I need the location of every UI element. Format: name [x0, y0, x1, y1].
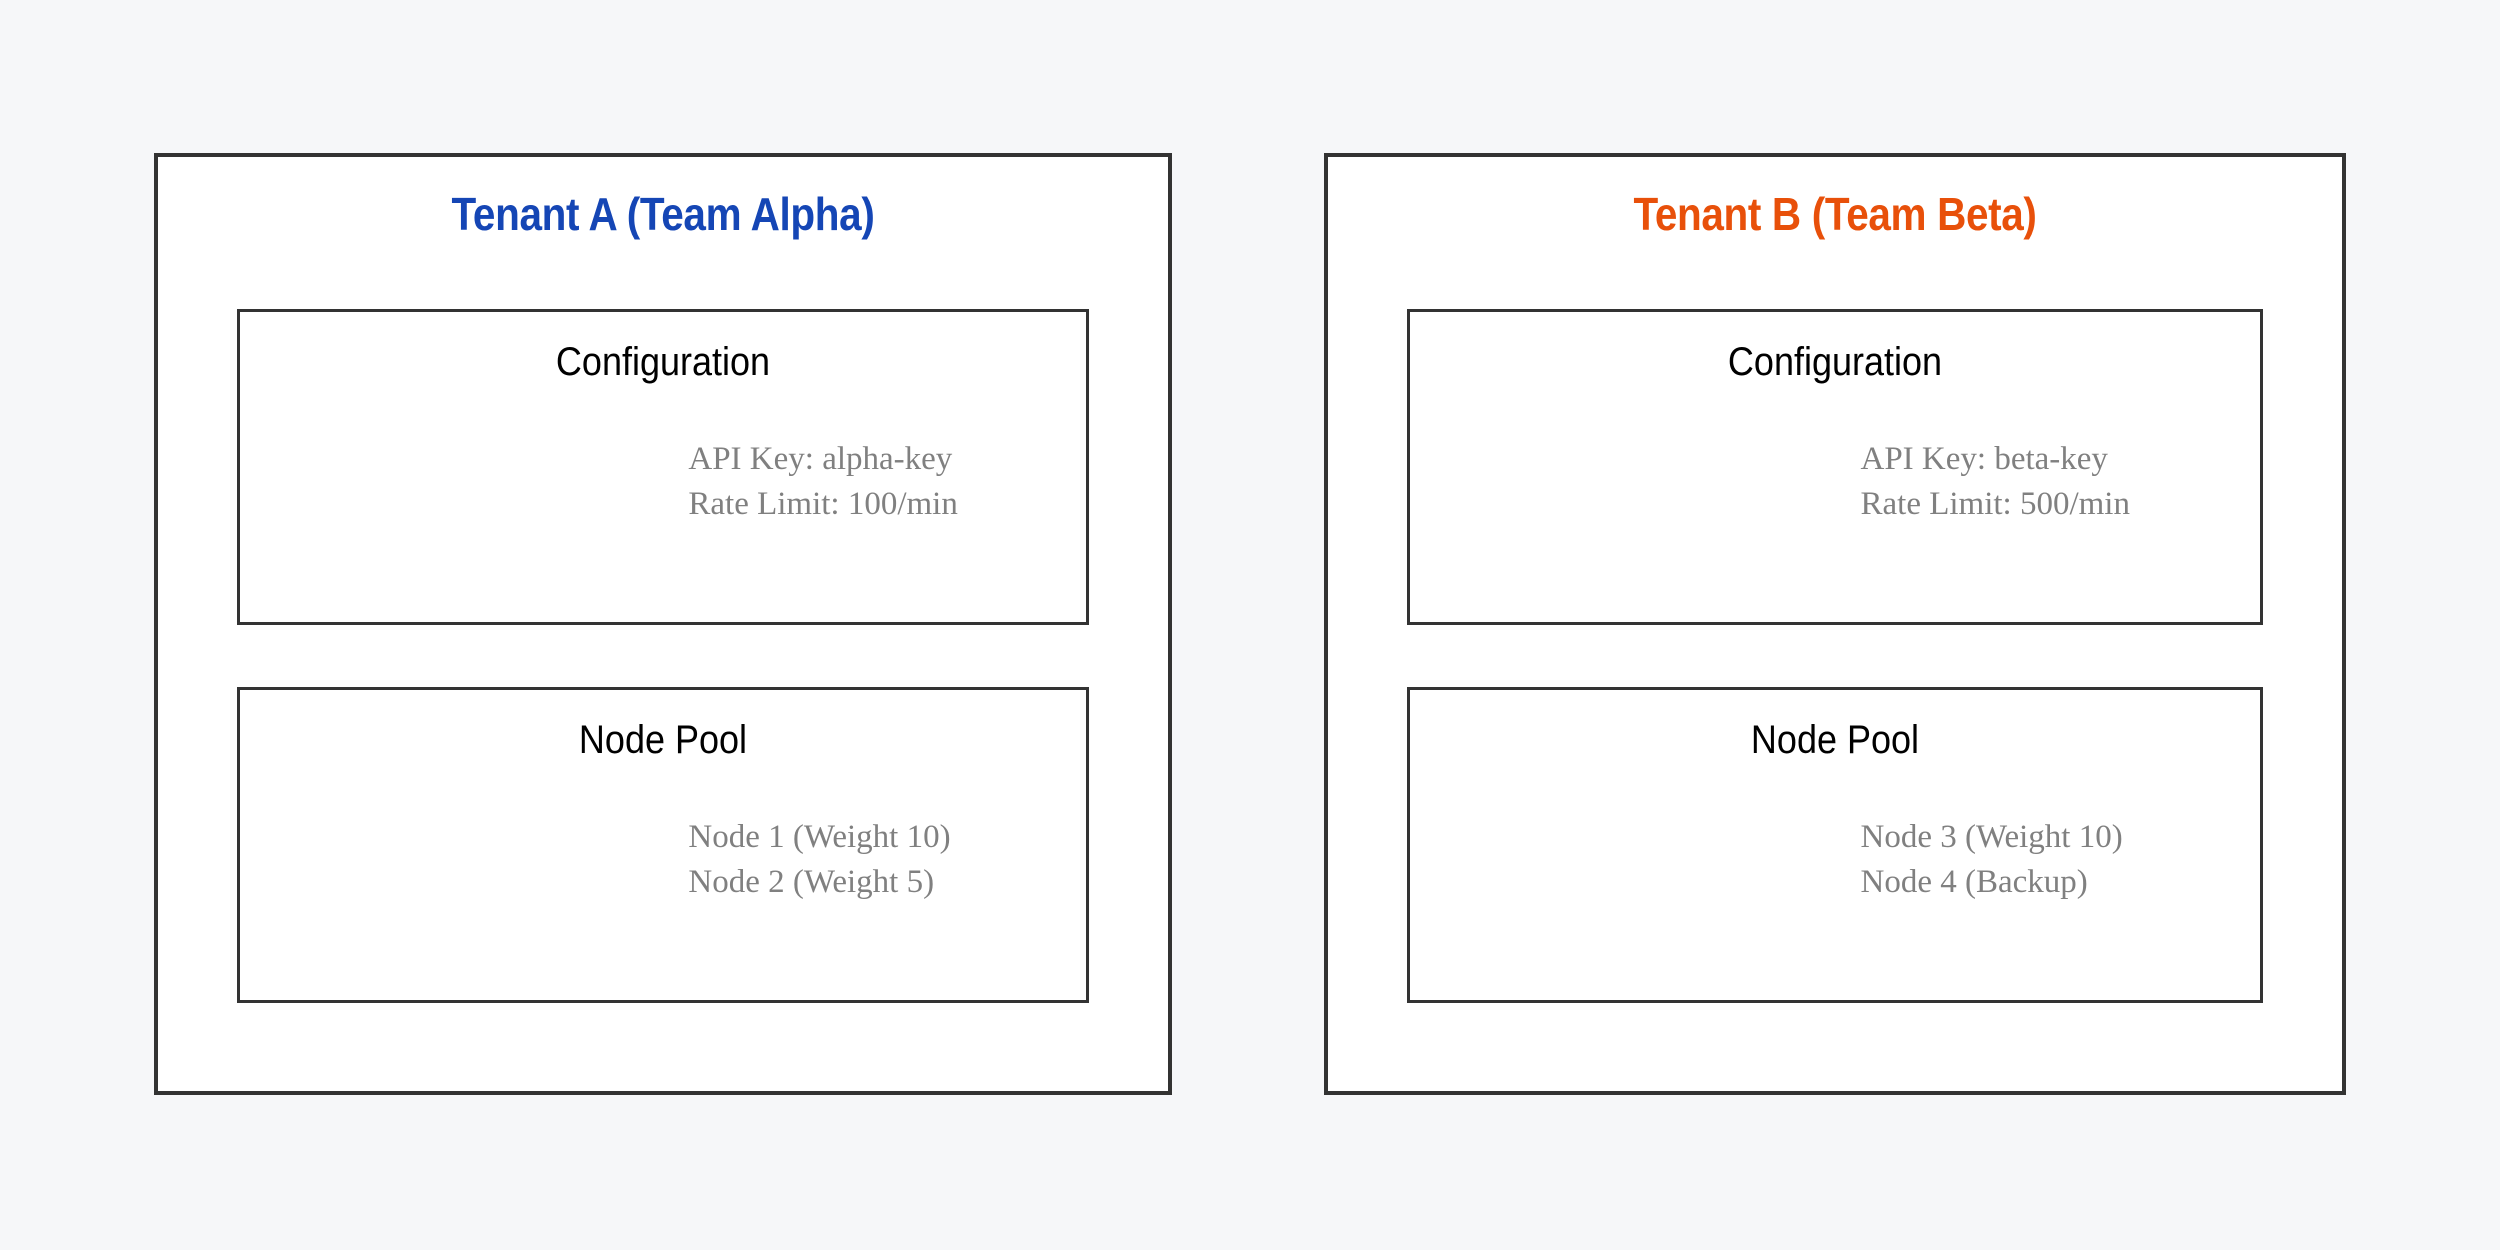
section-box-tenant-b-node-pool[interactable]: Node Pool Node 3 (Weight 10) Node 4 (Bac… [1407, 687, 2263, 1003]
section-details-tenant-b-configuration: API Key: beta-key Rate Limit: 500/min [1861, 440, 2130, 524]
section-box-tenant-b-configuration[interactable]: Configuration API Key: beta-key Rate Lim… [1407, 309, 2263, 625]
section-heading-tenant-a-configuration: Configuration [555, 340, 771, 384]
section-heading-tenant-b-node-pool: Node Pool [1750, 718, 1920, 762]
detail-line: Rate Limit: 100/min [688, 485, 958, 522]
detail-line: Node 2 (Weight 5) [688, 863, 935, 900]
detail-line: Rate Limit: 500/min [1860, 485, 2130, 522]
detail-line: Node 4 (Backup) [1860, 863, 2088, 900]
detail-line: API Key: beta-key [1860, 441, 2108, 477]
detail-line: Node 1 (Weight 10) [688, 819, 951, 855]
section-details-tenant-a-node-pool: Node 1 (Weight 10) Node 2 (Weight 5) [688, 818, 950, 902]
tenant-title-tenant-b: Tenant B (Team Beta) [1633, 188, 2037, 240]
section-details-tenant-a-configuration: API Key: alpha-key Rate Limit: 100/min [688, 440, 957, 524]
detail-line: Node 3 (Weight 10) [1860, 819, 2123, 855]
tenant-panel-tenant-b[interactable]: Tenant B (Team Beta) Configuration API K… [1324, 153, 2346, 1095]
tenant-panel-tenant-a[interactable]: Tenant A (Team Alpha) Configuration API … [154, 153, 1172, 1095]
detail-line: API Key: alpha-key [688, 441, 953, 477]
section-box-tenant-a-node-pool[interactable]: Node Pool Node 1 (Weight 10) Node 2 (Wei… [237, 687, 1089, 1003]
section-box-tenant-a-configuration[interactable]: Configuration API Key: alpha-key Rate Li… [237, 309, 1089, 625]
tenant-title-tenant-a: Tenant A (Team Alpha) [451, 188, 875, 240]
section-heading-tenant-b-configuration: Configuration [1727, 340, 1943, 384]
section-heading-tenant-a-node-pool: Node Pool [578, 718, 748, 762]
section-details-tenant-b-node-pool: Node 3 (Weight 10) Node 4 (Backup) [1861, 818, 2123, 902]
